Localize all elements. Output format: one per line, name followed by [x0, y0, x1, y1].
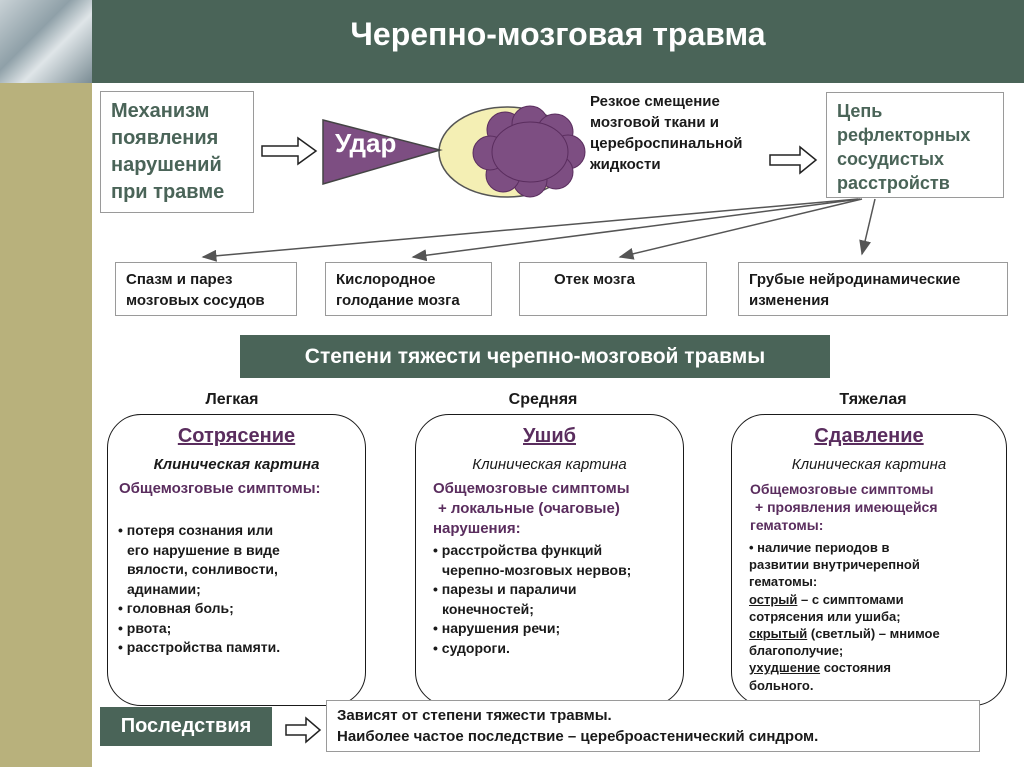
effect-line: Отек мозга — [554, 271, 635, 288]
consequences-line: Наиболее частое последствие – цереброаст… — [337, 728, 819, 745]
period-text: состояния — [820, 660, 891, 676]
effect-line: Спазм и парез — [126, 271, 233, 288]
card-title: Сотрясение — [177, 425, 296, 447]
card-subtitle: Клиническая картина — [791, 456, 947, 473]
card-subtitle: Клиническая картина — [153, 456, 320, 473]
list-item: адинамии; — [127, 580, 201, 597]
shift-description: Резкое смещение мозговой ткани и церебро… — [590, 91, 780, 175]
effect-line: Грубые нейродинамические — [749, 271, 961, 288]
period-text: – с симптомами — [797, 591, 904, 607]
symptom-line: Общемозговые симптомы — [750, 481, 934, 497]
chain-line: Цепь — [837, 101, 883, 121]
list-item: • парезы и параличи — [433, 581, 577, 597]
degree-label-severe: Тяжелая — [839, 391, 907, 408]
effect-box-neurodynamic: Грубые нейродинамические изменения — [738, 262, 1008, 316]
period-term: острый — [749, 591, 798, 607]
list-item: • головная боль; — [118, 600, 234, 616]
arrow-shift-to-chain — [769, 145, 818, 175]
brain-cloud — [472, 105, 586, 198]
card-items: • потеря сознания или его нарушение в ви… — [118, 521, 280, 658]
list-item: • потеря сознания или — [118, 522, 274, 538]
period-text: (светлый) – мнимое — [807, 626, 940, 642]
card-title: Сдавление — [814, 425, 924, 447]
card-symptoms: Общемозговые симптомы + проявления имеющ… — [750, 480, 938, 534]
shift-line: цереброспинальной — [590, 135, 743, 152]
card-subtitle: Клиническая картина — [472, 456, 627, 473]
consequences-label: Последствия — [100, 707, 272, 746]
symptom-line: гематомы: — [750, 517, 824, 533]
degree-label-moderate: Средняя — [508, 391, 578, 408]
card-concussion: Сотрясение Клиническая картина Общемозго… — [107, 414, 366, 706]
period-term: ухудшение — [749, 660, 821, 676]
effect-line: изменения — [749, 292, 830, 309]
shift-line: жидкости — [590, 156, 661, 173]
chain-box: Цепь рефлекторных сосудистых расстройств — [826, 92, 1004, 198]
blow-label: Удар — [335, 128, 397, 158]
card-title: Ушиб — [523, 425, 576, 447]
chain-line: рефлекторных — [837, 125, 971, 145]
list-item: • наличие периодов в — [749, 540, 890, 555]
arrow-consequences — [285, 716, 322, 744]
effect-line: голодание мозга — [336, 292, 460, 309]
consequences-box: Зависят от степени тяжести травмы. Наибо… — [326, 700, 980, 752]
symptom-line: Общемозговые симптомы: — [119, 480, 321, 497]
list-item: • расстройства функций — [433, 542, 603, 558]
arrow-mechanism-to-blow — [261, 136, 318, 166]
card-contusion: Ушиб Клиническая картина Общемозговые си… — [415, 414, 684, 706]
list-item: его нарушение в виде — [127, 541, 280, 558]
blow-triangle — [322, 119, 443, 185]
card-symptoms: Общемозговые симптомы + локальные (очаго… — [433, 479, 630, 539]
page-title: Черепно-мозговая травма — [350, 16, 766, 52]
consequences-line: Зависят от степени тяжести травмы. — [337, 707, 612, 724]
mechanism-line: появления — [111, 127, 219, 149]
card-compression: Сдавление Клиническая картина Общемозгов… — [731, 414, 1007, 706]
list-item: развитии внутричерепной — [749, 557, 920, 573]
list-item: благополучие; — [749, 643, 844, 659]
card-symptoms: Общемозговые симптомы: — [119, 479, 321, 499]
effect-box-hypoxia: Кислородное голодание мозга — [325, 262, 492, 316]
symptom-line: нарушения: — [433, 520, 521, 537]
symptom-line: + локальные (очаговые) — [438, 500, 620, 517]
effect-box-spasm: Спазм и парез мозговых сосудов — [115, 262, 297, 316]
list-item: больного. — [749, 677, 814, 693]
list-item: • рвота; — [118, 619, 172, 636]
list-item: черепно-мозговых нервов; — [442, 561, 632, 578]
list-item: • судороги. — [433, 639, 510, 656]
list-item: • нарушения речи; — [433, 620, 561, 636]
header-photo-image — [0, 0, 92, 83]
list-item: вялости, сонливости, — [127, 561, 278, 577]
list-item: сотрясения или ушиба; — [749, 608, 901, 624]
effect-line: Кислородное — [336, 271, 436, 288]
effect-box-edema: Отек мозга — [519, 262, 707, 316]
card-items: • наличие периодов в развитии внутричере… — [749, 539, 940, 694]
effect-line: мозговых сосудов — [126, 292, 265, 309]
list-item: конечностей; — [442, 600, 534, 617]
list-item: ухудшение состояния — [749, 659, 940, 676]
severity-title: Степени тяжести черепно-мозговой травмы — [240, 335, 830, 378]
mechanism-line: нарушений — [111, 154, 222, 176]
degree-label-mild: Легкая — [205, 391, 259, 408]
symptom-line: Общемозговые симптомы — [433, 480, 630, 497]
shift-line: Резкое смещение — [590, 93, 720, 110]
mechanism-line: Механизм — [111, 100, 210, 122]
symptom-line: + проявления имеющейся — [755, 499, 938, 515]
card-items: • расстройства функций черепно-мозговых … — [433, 541, 631, 658]
chain-line: сосудистых — [837, 149, 945, 169]
chain-line: расстройств — [837, 173, 950, 193]
list-item: скрытый (светлый) – мнимое — [749, 625, 940, 642]
list-item: острый – с симптомами — [749, 591, 940, 608]
list-item: гематомы: — [749, 574, 818, 590]
header-bar — [0, 0, 1024, 83]
mechanism-box: Механизм появления нарушений при травме — [100, 91, 254, 213]
list-item: • расстройства памяти. — [118, 639, 281, 655]
shift-line: мозговой ткани и — [590, 114, 719, 131]
mechanism-line: при травме — [111, 181, 225, 203]
period-term: скрытый — [749, 626, 808, 642]
left-decor-strip — [0, 83, 92, 767]
